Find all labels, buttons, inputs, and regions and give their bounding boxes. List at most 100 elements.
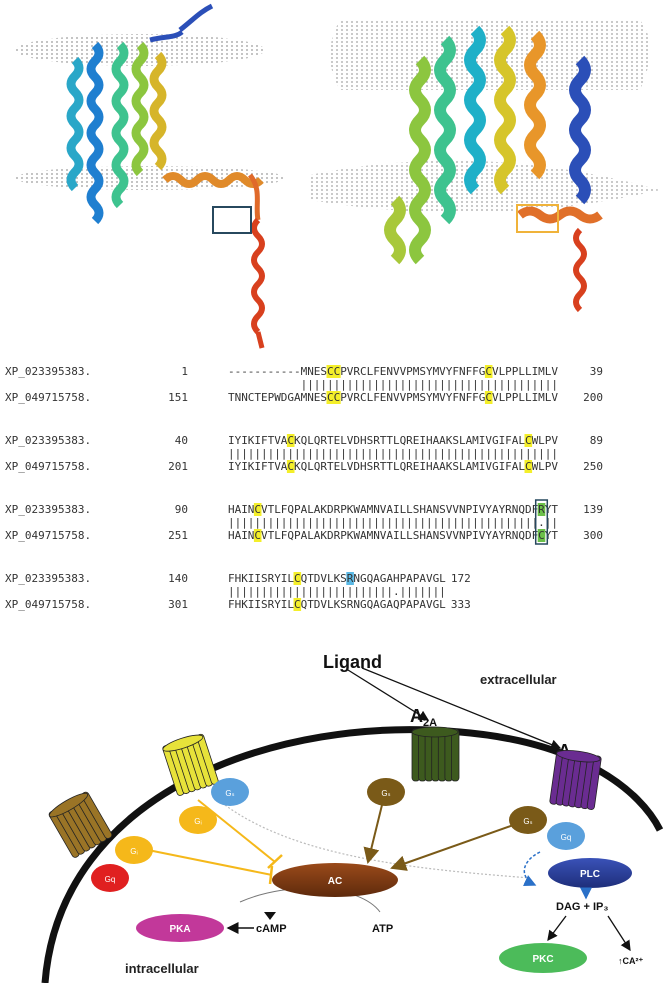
svg-text:Gᵢ: Gᵢ xyxy=(130,847,137,856)
svg-text:Gₛ: Gₛ xyxy=(381,789,390,798)
sequence: TNNCTEPWDGAMNESCCPVRCLFENVVPMSYMVYFNFFGC… xyxy=(228,391,558,404)
svg-text:PLC: PLC xyxy=(580,869,600,880)
brown-receptor xyxy=(48,791,113,858)
svg-text:Gₛ: Gₛ xyxy=(225,789,234,798)
accession-name: XP_049715758. xyxy=(5,529,91,542)
residue-highlight xyxy=(484,391,493,404)
start-position: 1 xyxy=(181,365,188,378)
right-structure-model xyxy=(310,20,660,313)
residue-highlight xyxy=(293,598,302,611)
residue-highlight xyxy=(346,572,354,585)
extracellular-label: extracellular xyxy=(480,672,557,687)
protein-structure-figures xyxy=(15,3,660,349)
receptor-top xyxy=(162,734,204,752)
a2a-receptor xyxy=(411,726,460,782)
calcium-label: ↑CA²⁺ xyxy=(618,956,643,966)
end-position: 300 xyxy=(583,529,603,542)
residue-highlight xyxy=(333,391,341,404)
receptor-top xyxy=(48,792,89,818)
variant-highlight-box xyxy=(534,499,549,545)
highlight-box-left xyxy=(212,206,252,234)
start-position: 90 xyxy=(175,503,188,516)
residue-highlight xyxy=(326,391,335,404)
residue-highlight xyxy=(253,503,262,516)
ligand-arrow-a2b xyxy=(361,667,562,750)
receptor-top xyxy=(556,750,601,763)
end-position: 172 xyxy=(451,572,471,585)
yellow-receptor xyxy=(162,733,219,796)
a2b-receptor xyxy=(549,750,602,810)
residue-highlight xyxy=(484,365,493,378)
adenylyl-cyclase: AC xyxy=(272,863,398,897)
atp-label: ATP xyxy=(372,923,393,935)
residue-highlight xyxy=(537,529,546,542)
gq-protein-a2b: Gq xyxy=(547,822,585,850)
phospholipase-c: PLC xyxy=(548,858,632,888)
svg-text:PKA: PKA xyxy=(169,924,190,935)
dag-to-pkc-arrow xyxy=(547,915,567,942)
end-position: 250 xyxy=(583,460,603,473)
start-position: 40 xyxy=(175,434,188,447)
start-position: 151 xyxy=(168,391,188,404)
ligand-arrow-a2a xyxy=(347,669,430,721)
svg-text:AC: AC xyxy=(328,876,342,887)
sequence: HAINCVTLFQPALAKDRPKWAMNVAILLSHANSVVNPIVY… xyxy=(228,503,558,516)
accession-name: XP_049715758. xyxy=(5,391,91,404)
sequence: FHKIISRYILCQTDVLKSRNGQAGAHPAPAVGL xyxy=(228,572,446,585)
start-position: 251 xyxy=(168,529,188,542)
match-line: ||||||||||||||||||||||||||||||||||||||||… xyxy=(228,516,558,529)
a2a-label: A2A xyxy=(410,706,437,729)
gi2-to-ac-inhibit xyxy=(147,849,273,876)
gq-to-plc xyxy=(522,851,541,886)
start-position: 301 xyxy=(168,598,188,611)
end-position: 39 xyxy=(590,365,603,378)
accession-name: XP_023395383. xyxy=(5,434,91,447)
gi-protein-yellow: Gᵢ xyxy=(179,806,217,834)
sequence: HAINCVTLFQPALAKDRPKWAMNVAILLSHANSVVNPIVY… xyxy=(228,529,558,542)
end-position: 89 xyxy=(590,434,603,447)
start-position: 140 xyxy=(168,572,188,585)
residue-highlight xyxy=(333,365,341,378)
left-structure-model xyxy=(15,3,285,349)
start-position: 201 xyxy=(168,460,188,473)
svg-text:Gₛ: Gₛ xyxy=(523,817,532,826)
protein-kinase-c: PKC xyxy=(499,943,587,973)
gs-protein-yellow: Gₛ xyxy=(211,778,249,806)
ligand-label: Ligand xyxy=(323,652,382,672)
gq-protein-brown: Gq xyxy=(91,864,129,892)
match-line: ||||||||||||||||||||||||||||||||||||||||… xyxy=(228,447,558,460)
accession-name: XP_049715758. xyxy=(5,460,91,473)
residue-highlight xyxy=(253,529,262,542)
transmembrane-helix xyxy=(586,755,602,810)
match-line: ||||||||||||||||||||||||||||||||||||||| xyxy=(228,378,558,391)
residue-highlight xyxy=(537,503,546,516)
residue-highlight xyxy=(286,460,295,473)
svg-text:Gq: Gq xyxy=(105,875,116,884)
camp-label: cAMP xyxy=(256,923,287,935)
cell-membrane xyxy=(41,726,664,983)
accession-name: XP_023395383. xyxy=(5,503,91,516)
accession-name: XP_049715758. xyxy=(5,598,91,611)
sequence: IYIKIFTVACKQLQRTELVDHSRTTLQREIHAAKSLAMIV… xyxy=(228,434,558,447)
transmembrane-helix xyxy=(450,728,460,782)
sequence: FHKIISRYILCQTDVLKSRNGQAGAQPAPAVGL xyxy=(228,598,446,611)
end-position: 139 xyxy=(583,503,603,516)
transmembrane-helix xyxy=(81,791,113,839)
sequence-alignment: XP_023395383. 1 -----------MNESCCPVRCLFENV… xyxy=(5,365,603,611)
protein-kinase-a: PKA xyxy=(136,914,224,942)
end-position: 200 xyxy=(583,391,603,404)
highlight-box-right xyxy=(516,204,559,233)
gs-protein-a2b: Gₛ xyxy=(509,806,547,834)
receptor-top xyxy=(411,726,459,738)
sequence: -----------MNESCCPVRCLFENVVPMSYMVYFNFFGC… xyxy=(228,365,558,378)
dotted-link-gs-plc xyxy=(224,804,531,879)
svg-text:Gq: Gq xyxy=(561,833,572,842)
gs-protein-a2a: Gₛ xyxy=(367,778,405,806)
a2b-gs-to-ac xyxy=(390,821,523,871)
camp-marker-triangle xyxy=(264,912,276,920)
a2a-gs-to-ac xyxy=(363,804,383,864)
sequence: IYIKIFTVACKQLQRTELVDHSRTTLQREIHAAKSLAMIV… xyxy=(228,460,558,473)
residue-highlight xyxy=(326,365,335,378)
match-line: |||||||||||||||||||||||||.||||||| xyxy=(228,585,446,598)
intracellular-label: intracellular xyxy=(125,961,199,976)
